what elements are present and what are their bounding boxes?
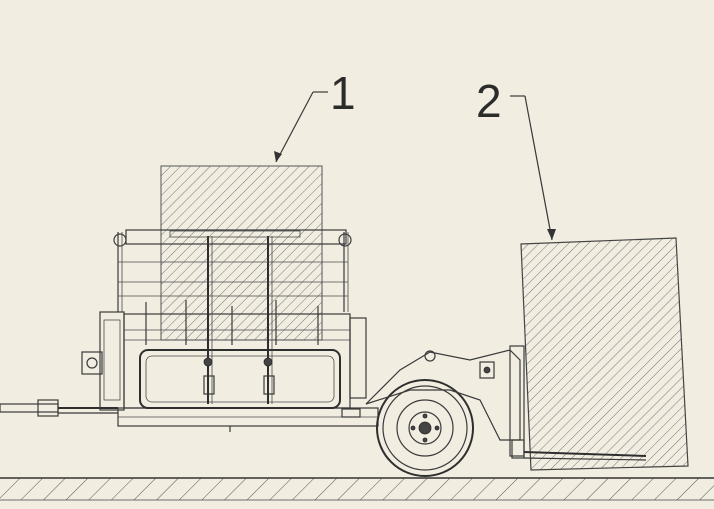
mixer-wheel bbox=[376, 379, 474, 477]
load-1-block bbox=[160, 165, 323, 341]
mixer-tines bbox=[145, 236, 319, 404]
mixer-body-frame bbox=[123, 313, 367, 409]
ground-strip bbox=[0, 477, 714, 501]
callout-1-label: 1 bbox=[330, 67, 356, 119]
callout-2-label: 2 bbox=[476, 75, 502, 127]
callout-1: 1 bbox=[274, 67, 356, 163]
top-roller bbox=[113, 229, 352, 312]
callout-2: 2 bbox=[476, 75, 556, 241]
mixer-chassis bbox=[117, 407, 379, 432]
tow-drawbar bbox=[0, 399, 118, 417]
load-2-block bbox=[520, 237, 689, 471]
loader-arm bbox=[365, 345, 647, 461]
mixer-gearbox bbox=[81, 311, 125, 411]
